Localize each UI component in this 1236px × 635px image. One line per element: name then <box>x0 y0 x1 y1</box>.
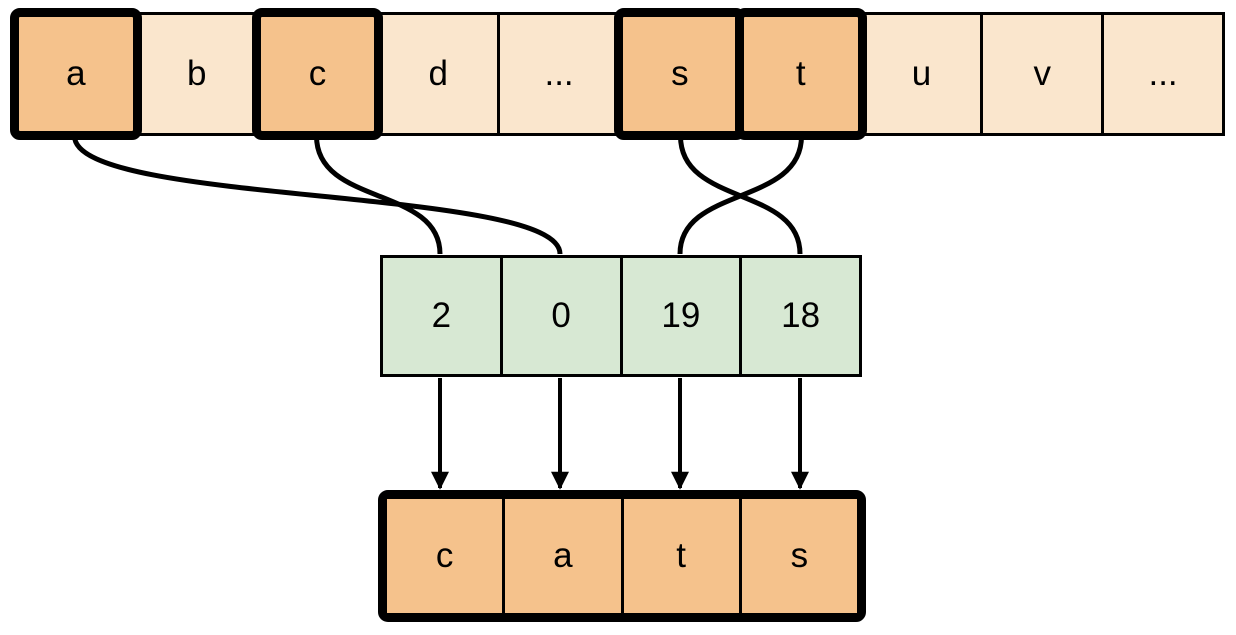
curve-c-to-2 <box>314 135 443 255</box>
curve-s-to-18 <box>678 135 803 255</box>
alphabet-cell-c: c <box>251 8 384 140</box>
output-cell-letter: s <box>790 536 809 575</box>
output-cell-a: a <box>502 499 621 613</box>
alphabet-cell-d: d <box>376 15 498 133</box>
index-cell-value: 18 <box>781 296 821 335</box>
alphabet-cell-ellipsis-1: ... <box>497 15 618 133</box>
alphabet-cell-label: u <box>911 54 932 93</box>
alphabet-cell-label: d <box>428 54 449 93</box>
alphabet-cell-label: s <box>671 54 689 93</box>
index-cell-18: 18 <box>739 258 859 374</box>
index-cell-0: 0 <box>499 258 620 374</box>
alphabet-cell-label: a <box>66 54 86 93</box>
output-cell-t: t <box>620 499 739 613</box>
alphabet-cell-u: u <box>859 15 981 133</box>
alphabet-cell-b: b <box>134 15 256 133</box>
alphabet-cell-v: v <box>980 15 1102 133</box>
alphabet-cell-label: t <box>795 54 806 93</box>
index-cell-value: 0 <box>551 296 571 335</box>
alphabet-cell-label: c <box>308 54 327 93</box>
output-cell-s: s <box>738 499 857 613</box>
alphabet-cell-ellipsis-2: ... <box>1101 15 1222 133</box>
index-row: 2 0 19 18 <box>380 255 862 377</box>
alphabet-cell-t: t <box>734 8 867 140</box>
alphabet-cell-label: v <box>1033 54 1052 93</box>
alphabet-cell-label: ... <box>1148 54 1178 93</box>
output-cell-letter: c <box>435 536 454 575</box>
curve-t-to-19 <box>677 135 804 255</box>
index-cell-value: 19 <box>661 296 701 335</box>
output-cell-c: c <box>387 499 503 613</box>
output-word-row: c a t s <box>378 490 866 622</box>
output-cell-letter: a <box>553 536 573 575</box>
index-cell-19: 19 <box>619 258 740 374</box>
alphabet-row: a b c d ... s t u v ... <box>10 8 1225 140</box>
curve-a-to-0 <box>72 135 563 255</box>
alphabet-cell-a: a <box>10 8 142 140</box>
index-cell-2: 2 <box>383 258 500 374</box>
alphabet-cell-s: s <box>613 8 746 140</box>
alphabet-cell-label: ... <box>544 54 574 93</box>
output-cell-letter: t <box>676 536 686 575</box>
index-cell-value: 2 <box>431 296 452 335</box>
alphabet-cell-label: b <box>186 54 207 93</box>
